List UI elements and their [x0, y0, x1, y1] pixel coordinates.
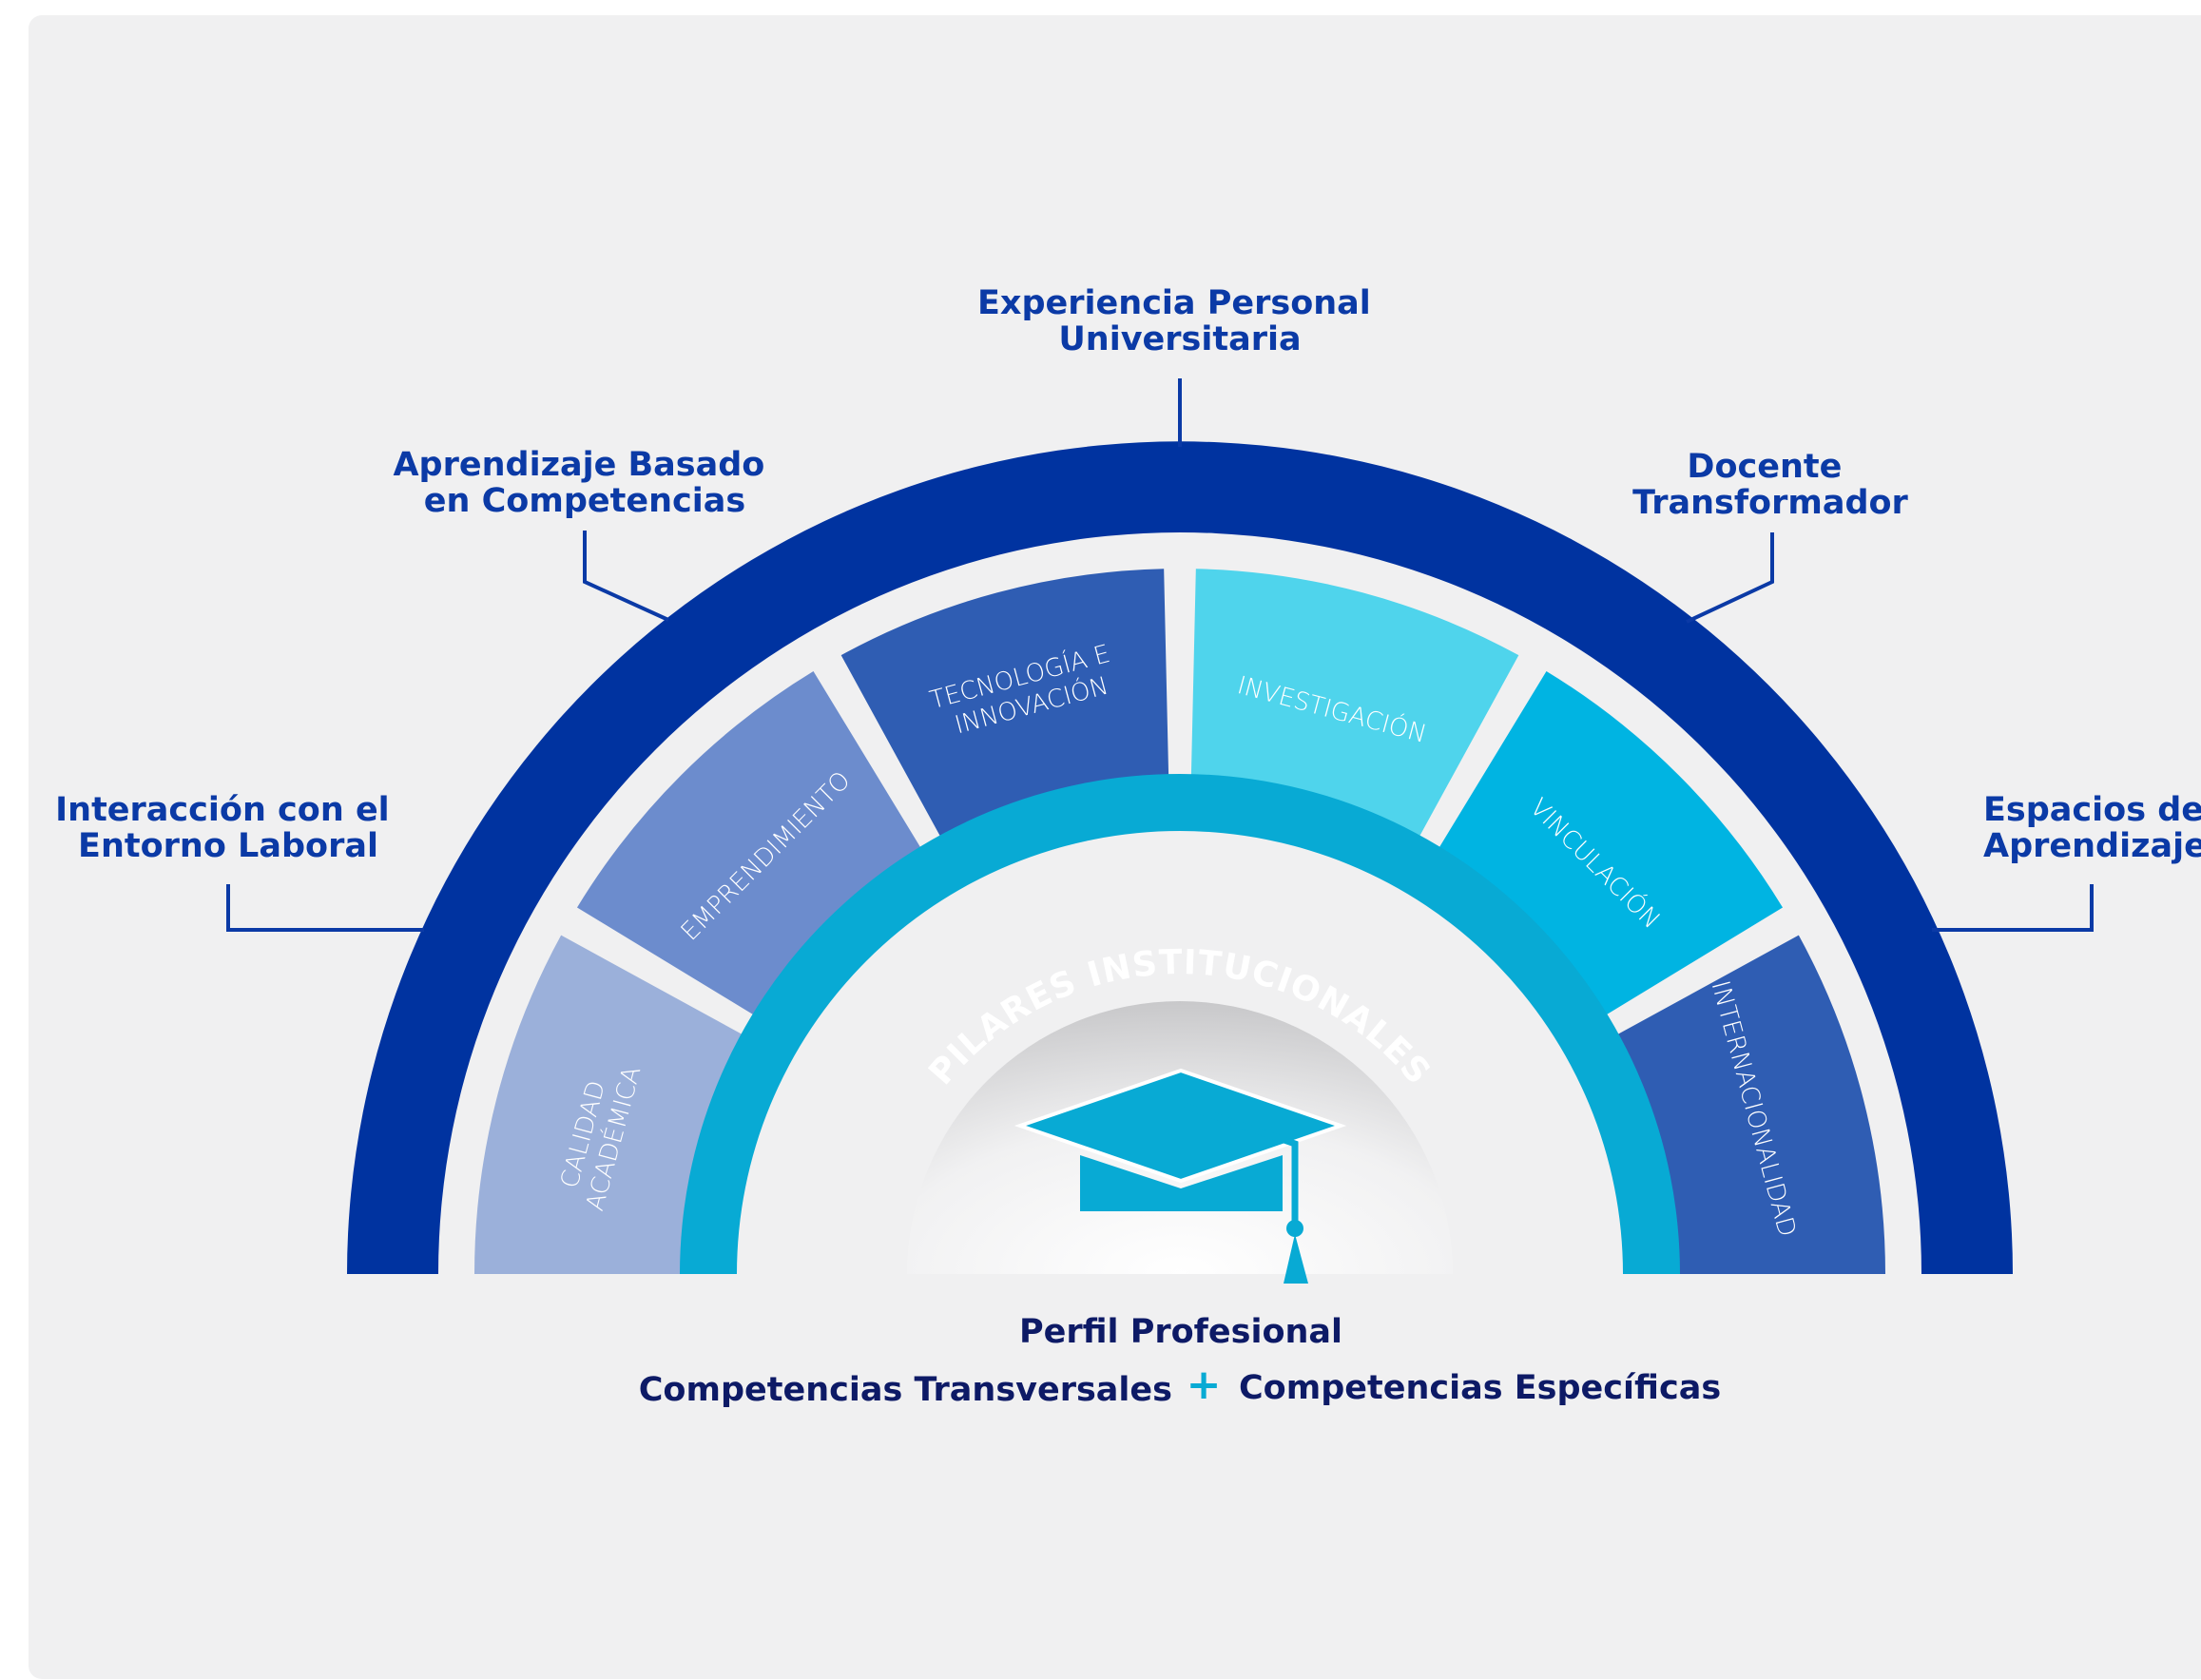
label-docente-line-2: Transformador [1632, 484, 1908, 522]
footer-title: Perfil Profesional [1019, 1313, 1342, 1351]
cap-knot [1286, 1220, 1303, 1237]
outer-arc [347, 441, 2013, 1274]
label-espacios-line-1: Espacios de [1983, 791, 2201, 829]
cap-base [1080, 1155, 1283, 1211]
footer-plus: + [1187, 1361, 1222, 1409]
label-interaccion-line-1: Interacción con el [55, 791, 390, 829]
inner-ring [680, 774, 1680, 1274]
label-espacios-line-2: Aprendizaje [1983, 827, 2201, 865]
label-aprendizaje-line-1: Aprendizaje Basado [393, 446, 764, 484]
label-aprendizaje-line-2: en Competencias [424, 482, 745, 520]
footer-right: Competencias Específicas [1239, 1369, 1721, 1407]
connector-aprendizaje [583, 531, 669, 622]
footer-left: Competencias Transversales [639, 1371, 1172, 1409]
label-experiencia-line-1: Experiencia Personal [977, 284, 1371, 322]
connectors [226, 378, 2094, 932]
connector-espacios [1932, 884, 2094, 932]
label-interaccion-line-2: Entorno Laboral [78, 827, 378, 865]
label-docente-line-1: Docente [1687, 448, 1842, 486]
pillar-segment-vinculacion[interactable] [1426, 670, 1784, 1028]
cap-strap [1183, 1102, 1299, 1225]
label-experiencia-line-2: Universitaria [1058, 320, 1301, 358]
label-aprendizaje: Aprendizaje Basado en Competencias [393, 446, 776, 520]
label-experiencia: Experiencia Personal Universitaria [977, 284, 1382, 358]
label-docente: Docente Transformador [1632, 448, 1908, 522]
connector-docente [1686, 532, 1774, 624]
label-espacios: Espacios de Aprendizaje [1983, 791, 2201, 865]
pillar-segment-emprendimiento[interactable] [576, 670, 934, 1028]
graduation-cap-icon [1014, 1068, 1347, 1284]
cap-tassel [1284, 1234, 1308, 1284]
label-interaccion: Interacción con el Entorno Laboral [55, 791, 401, 865]
outer-labels: Interacción con el Entorno Laboral Apren… [55, 284, 2201, 865]
connector-interaccion [226, 884, 424, 932]
cap-board [1014, 1068, 1347, 1184]
footer: Perfil Profesional Competencias Transver… [639, 1313, 1721, 1409]
